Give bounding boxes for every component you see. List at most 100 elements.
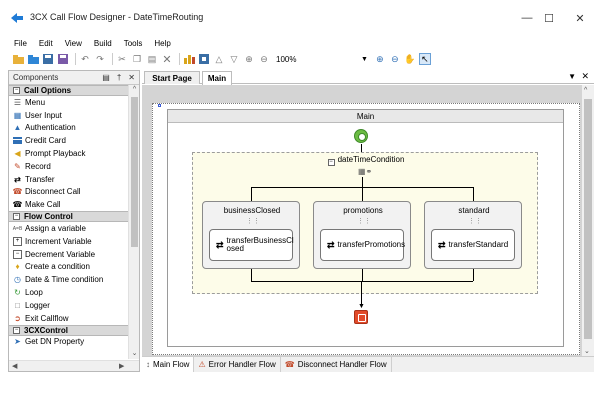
transfer-action-node[interactable]: ⇄ transferBusinessCl osed [209, 229, 294, 261]
end-node-icon[interactable] [354, 310, 368, 324]
component-logger[interactable]: □Logger [9, 299, 129, 312]
redo-icon[interactable]: ↷ [96, 53, 104, 64]
zoom-out-icon[interactable]: ⊖ [391, 53, 399, 64]
collapse-icon[interactable]: − [13, 326, 20, 334]
component-disconnect-call[interactable]: ☎Disconnect Call [9, 186, 129, 199]
move-down-icon[interactable]: ▽ [230, 53, 238, 64]
component-prompt-playback[interactable]: ◀Prompt Playback [9, 147, 129, 160]
menu-view[interactable]: View [64, 38, 82, 48]
build-all-icon[interactable] [198, 53, 210, 65]
datetime-icon: ◷ [14, 275, 21, 285]
branch-business-closed[interactable]: businessClosed ⋮⋮ ⇄ transferBusinessCl o… [202, 201, 300, 269]
remove-icon[interactable]: ⊖ [260, 53, 268, 64]
tab-main-flow[interactable]: ↕Main Flow [142, 357, 195, 372]
transfer-action-node[interactable]: ⇄ transferStandard [431, 229, 515, 261]
category-flow-control[interactable]: −Flow Control [9, 211, 129, 223]
chevron-down-icon[interactable]: ▼ [568, 72, 576, 81]
get-dn-icon: ➤ [14, 337, 21, 347]
open-project-icon[interactable] [27, 53, 39, 65]
window-position-icon[interactable]: ▤ [102, 73, 110, 82]
zoom-in-icon[interactable]: ⊕ [376, 53, 384, 64]
menu-tools[interactable]: Tools [123, 38, 143, 48]
pointer-icon[interactable]: ↖ [418, 53, 431, 65]
pan-hand-icon[interactable]: ✋ [404, 53, 416, 64]
component-label: Loop [25, 288, 43, 298]
save-icon[interactable] [42, 53, 54, 65]
branch-promotions[interactable]: promotions ⋮⋮ ⇄ transferPromotions [313, 201, 411, 269]
chevron-down-icon[interactable]: ▼ [361, 55, 368, 63]
start-node-icon[interactable] [354, 129, 368, 143]
window-title: 3CX Call Flow Designer - DateTimeRouting [30, 12, 204, 22]
component-credit-card[interactable]: Credit Card [9, 134, 129, 147]
component-date-time-condition[interactable]: ◷ Date & Time condition [9, 273, 129, 286]
design-canvas[interactable]: Main −dateTimeCondition ▦⚭ businessClose… [142, 85, 582, 357]
component-decrement-variable[interactable]: −Decrement Variable [9, 248, 129, 261]
menu-file[interactable]: File [14, 38, 27, 48]
scroll-right-icon[interactable]: ▶ [119, 363, 125, 370]
branch-standard[interactable]: standard ⋮⋮ ⇄ transferStandard [424, 201, 522, 269]
cut-icon[interactable]: ✂ [118, 53, 126, 64]
collapse-icon[interactable]: − [13, 87, 20, 94]
copy-icon[interactable]: ❐ [132, 53, 142, 64]
component-get-dn-property[interactable]: ➤Get DN Property [9, 336, 129, 349]
category-call-options[interactable]: −Call Options [9, 85, 129, 96]
menu-help[interactable]: Help [154, 38, 171, 48]
selection-handle[interactable] [158, 104, 161, 107]
scroll-left-icon[interactable]: ◀ [12, 363, 18, 370]
scroll-up-icon[interactable]: ^ [132, 86, 137, 93]
collapse-icon[interactable]: − [327, 159, 335, 166]
minimize-button[interactable]: — [521, 12, 533, 24]
close-window-button[interactable]: ✕ [575, 12, 585, 25]
component-make-call[interactable]: ☎Make Call [9, 198, 129, 211]
menu-icon: ☰ [13, 97, 22, 107]
component-transfer[interactable]: ⇄Transfer [9, 173, 129, 186]
component-create-condition[interactable]: ♦Create a condition [9, 261, 129, 274]
maximize-button[interactable]: ☐ [544, 12, 554, 25]
tab-disconnect-handler-flow[interactable]: ☎Disconnect Handler Flow [281, 357, 392, 372]
add-icon[interactable]: ⊕ [245, 53, 253, 64]
move-up-icon[interactable]: △ [215, 53, 223, 64]
build-icon[interactable] [183, 53, 195, 65]
paste-icon[interactable]: ▤ [147, 53, 157, 64]
scroll-up-icon[interactable]: ^ [584, 87, 588, 94]
component-loop[interactable]: ↻Loop [9, 286, 129, 299]
undo-icon[interactable]: ↶ [81, 53, 89, 64]
record-icon: ✎ [14, 161, 21, 171]
scroll-thumb[interactable] [584, 99, 592, 339]
component-label: Disconnect Call [25, 187, 81, 197]
component-label: Increment Variable [25, 236, 92, 246]
scroll-down-icon[interactable]: ⌄ [584, 348, 590, 355]
collapse-icon[interactable]: − [13, 213, 20, 221]
tab-main[interactable]: Main [202, 71, 232, 85]
component-authentication[interactable]: ▲Authentication [9, 122, 129, 135]
scroll-down-icon[interactable]: ⌄ [131, 350, 138, 357]
component-user-input[interactable]: ▦User Input [9, 109, 129, 122]
component-menu[interactable]: ☰Menu [9, 96, 129, 109]
pin-icon[interactable]: † [116, 73, 122, 82]
transfer-action-node[interactable]: ⇄ transferPromotions [320, 229, 405, 261]
delete-icon[interactable]: ✕ [162, 53, 172, 66]
component-label: Date & Time condition [25, 275, 104, 285]
datetime-condition-block[interactable]: −dateTimeCondition ▦⚭ businessClosed ⋮⋮ … [192, 152, 538, 294]
menu-build[interactable]: Build [93, 38, 112, 48]
connector [362, 177, 363, 187]
components-horizontal-scrollbar[interactable]: ◀ ▶ [9, 360, 139, 371]
menu-edit[interactable]: Edit [38, 38, 53, 48]
component-label: Exit Callflow [25, 313, 69, 323]
tab-error-handler-flow[interactable]: ⚠Error Handler Flow [194, 357, 281, 372]
components-vertical-scrollbar[interactable]: ^ ⌄ [128, 85, 139, 359]
scroll-thumb[interactable] [131, 97, 138, 247]
new-project-icon[interactable] [12, 53, 24, 65]
zoom-combobox[interactable]: 100% [276, 54, 297, 64]
save-all-icon[interactable] [57, 53, 69, 65]
canvas-vertical-scrollbar[interactable]: ^ ⌄ [582, 85, 594, 357]
component-record[interactable]: ✎Record [9, 160, 129, 173]
category-3cxcontrol[interactable]: −3CXControl [9, 324, 129, 336]
branch-add-icon[interactable]: ▦⚭ [358, 167, 373, 176]
component-increment-variable[interactable]: +Increment Variable [9, 235, 129, 248]
close-panel-icon[interactable]: ✕ [128, 73, 135, 82]
tab-start-page[interactable]: Start Page [144, 71, 200, 84]
component-exit-callflow[interactable]: ➲Exit Callflow [9, 312, 129, 325]
close-tab-icon[interactable]: ✕ [581, 71, 589, 81]
